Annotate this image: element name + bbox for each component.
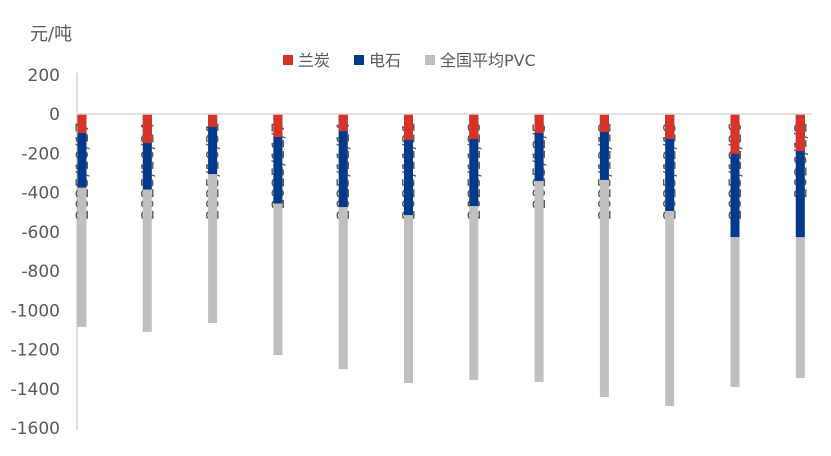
bar-兰炭 <box>469 114 479 139</box>
bar-电石 <box>338 114 348 208</box>
bar-全国平均PVC <box>338 114 348 370</box>
bar-电石 <box>208 114 218 175</box>
y-tick-label: -400 <box>21 184 60 204</box>
legend-label: 电石 <box>369 51 401 70</box>
bar-全国平均PVC <box>142 114 152 332</box>
bar-兰炭 <box>273 114 283 137</box>
bar-兰炭 <box>404 114 413 140</box>
y-tick-label: -1600 <box>11 419 60 439</box>
y-tick-label: -1000 <box>11 301 60 321</box>
bar-电石 <box>665 114 675 211</box>
bar-兰炭 <box>208 114 218 127</box>
y-tick-label: -1400 <box>11 380 60 400</box>
legend-swatch <box>283 55 293 65</box>
y-tick-label: -600 <box>21 223 60 243</box>
bar-电石 <box>469 114 479 207</box>
y-tick-label: 0 <box>49 105 60 125</box>
bar-全国平均PVC <box>599 114 609 397</box>
bar-电石 <box>534 114 544 181</box>
bar-兰炭 <box>534 114 544 134</box>
bar-全国平均PVC <box>534 114 544 382</box>
y-tick-label: -200 <box>21 144 60 164</box>
legend-label: 全国平均PVC <box>440 51 536 70</box>
bar-全国平均PVC <box>404 114 413 384</box>
bar-全国平均PVC <box>469 114 479 380</box>
bar-电石 <box>599 114 609 180</box>
y-axis-label: 元/吨 <box>30 24 72 45</box>
bar-兰炭 <box>599 114 609 133</box>
bar-兰炭 <box>730 114 740 155</box>
y-tick-label: 200 <box>28 66 60 86</box>
bar-电石 <box>142 114 152 190</box>
bar-兰炭 <box>338 114 348 132</box>
bar-兰炭 <box>77 114 87 134</box>
bar-全国平均PVC <box>273 114 283 355</box>
bar-兰炭 <box>795 114 805 152</box>
y-tick-label: -1200 <box>11 341 60 361</box>
legend-swatch <box>354 55 364 65</box>
bar-全国平均PVC <box>208 114 218 324</box>
bar-全国平均PVC <box>795 114 805 378</box>
bar-电石 <box>77 114 87 188</box>
legend-label: 兰炭 <box>298 51 330 70</box>
bar-电石 <box>795 114 805 238</box>
bar-电石 <box>730 114 740 238</box>
legend-swatch <box>425 55 435 65</box>
bar-兰炭 <box>665 114 675 139</box>
bar-全国平均PVC <box>77 114 87 327</box>
bar-全国平均PVC <box>730 114 740 387</box>
bar-全国平均PVC <box>665 114 675 407</box>
y-tick-label: -800 <box>21 262 60 282</box>
bar-电石 <box>273 114 283 204</box>
bar-兰炭 <box>142 114 152 144</box>
bar-电石 <box>404 114 413 216</box>
